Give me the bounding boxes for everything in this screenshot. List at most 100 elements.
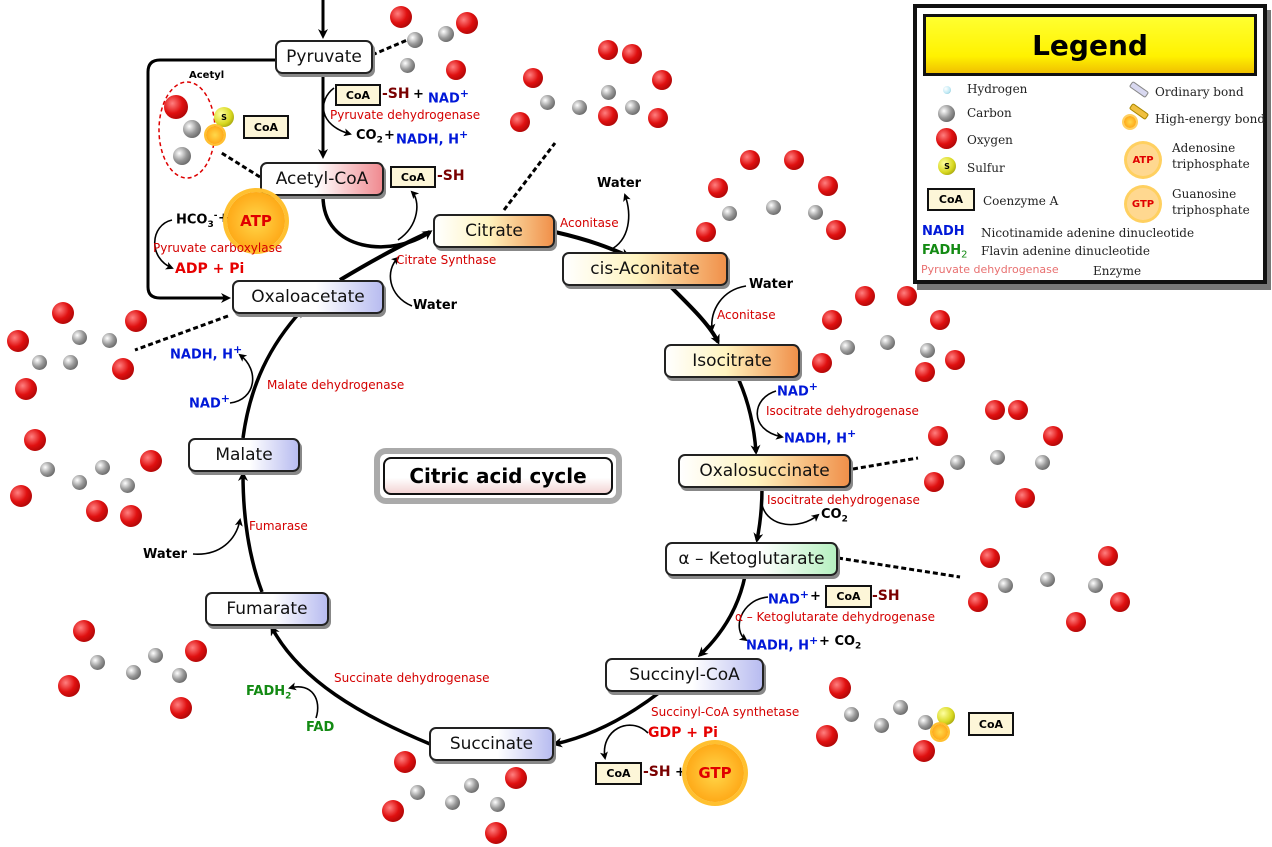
arrow-cisaconitate-isocitrate (668, 284, 720, 345)
enzyme-succinyl-coa-synthetase: Succinyl-CoA synthetase (651, 705, 800, 719)
node-pyruvate[interactable]: Pyruvate (275, 40, 373, 74)
node-label: Oxalosuccinate (699, 461, 830, 481)
diagram-title: Citric acid cycle (383, 457, 613, 495)
arrow-nad-idh (756, 390, 784, 440)
enzyme-pyruvate-carboxylase: Pyruvate carboxylase (153, 241, 283, 255)
legend-coenzyme-a: Coenzyme A (983, 194, 1059, 208)
enzyme-akg-dehydrogenase: α – Ketoglutarate dehydrogenase (735, 610, 935, 624)
arrow-fad-sdh (288, 682, 319, 719)
plus-pdh: + (413, 87, 424, 102)
node-oxalosuccinate[interactable]: Oxalosuccinate (678, 454, 851, 488)
legend-sulfur: Sulfur (967, 161, 1005, 175)
hydrogen-icon (943, 86, 951, 94)
arrow-pdh-side (322, 87, 352, 137)
nadh-akgdh: NADH, H+ (746, 634, 819, 654)
coa-box-sucs: CoA (595, 762, 642, 785)
dash-oaa-molecule (134, 314, 229, 352)
arrow-nad-akgdh (738, 596, 769, 642)
sh-sucs: -SH (643, 764, 671, 780)
node-succinate[interactable]: Succinate (429, 727, 554, 761)
plus-co2-akgdh: + CO2 (819, 634, 862, 652)
enzyme-isocitrate-dehydrogenase-2: Isocitrate dehydrogenase (767, 493, 920, 507)
nad-akgdh: NAD+ (768, 588, 809, 608)
adp-pi-label: ADP + Pi (175, 261, 245, 277)
coa-box-acetyl: CoA (243, 115, 289, 139)
node-oxaloacetate[interactable]: Oxaloacetate (232, 280, 384, 314)
arrow-water-in-aco (707, 285, 747, 332)
sh-citrate-synthase: -SH (437, 168, 465, 184)
acetyl-carbon-atom (183, 120, 201, 138)
acetyl-sulfur-atom: S (214, 107, 234, 127)
arrow-co2-idh (761, 504, 820, 526)
node-acetyl-coa[interactable]: Acetyl-CoA (260, 162, 384, 196)
legend-enzyme-label: Enzyme (1093, 264, 1142, 278)
legend-atp-line2: triphosphate (1172, 157, 1250, 171)
dash-pyruvate-molecule (371, 36, 413, 57)
high-energy-burst-icon (1124, 116, 1136, 128)
arrow-fumarate-malate (238, 471, 264, 593)
gtp-icon: GTP (686, 744, 744, 802)
legend-fadh2-key: FADH2 (922, 243, 968, 261)
co2-idh: CO2 (821, 507, 848, 525)
high-energy-bond-icon (206, 126, 224, 144)
nad-mdh: NAD+ (189, 392, 230, 412)
node-malate[interactable]: Malate (188, 438, 300, 472)
arrow-hco3-side (153, 219, 174, 270)
oxygen-icon (936, 128, 957, 149)
enzyme-aconitase-2: Aconitase (717, 308, 776, 322)
enzyme-malate-dehydrogenase: Malate dehydrogenase (267, 378, 405, 392)
node-label: Malate (215, 445, 273, 465)
legend-fadh2-label: Flavin adenine dinucleotide (981, 244, 1150, 258)
coenzyme-a-icon: CoA (927, 188, 975, 211)
legend-enzyme-key: Pyruvate dehydrogenase (921, 263, 1059, 276)
node-cis-aconitate[interactable]: cis-Aconitate (562, 252, 728, 286)
enzyme-isocitrate-dehydrogenase-1: Isocitrate dehydrogenase (766, 404, 919, 418)
node-fumarate[interactable]: Fumarate (205, 592, 329, 626)
legend-hydrogen: Hydrogen (967, 82, 1028, 96)
dash-oxalosuccinate-molecule (852, 456, 919, 471)
node-label: Acetyl-CoA (275, 169, 369, 189)
node-label: Fumarate (226, 599, 308, 619)
legend-ordinary-bond: Ordinary bond (1155, 85, 1244, 99)
arrow-water-fumarase (192, 518, 243, 555)
legend-oxygen: Oxygen (967, 133, 1013, 147)
arrow-coash-release (397, 190, 420, 241)
arrow-malate-oaa (241, 307, 305, 439)
ordinary-bond-icon (1128, 80, 1150, 99)
nadh-idh: NADH, H+ (784, 427, 857, 447)
water-citrate-synthase: Water (413, 298, 458, 313)
enzyme-citrate-synthase: Citrate Synthase (396, 253, 497, 267)
node-succinyl-coa[interactable]: Succinyl-CoA (605, 658, 764, 692)
node-citrate[interactable]: Citrate (433, 214, 555, 248)
atp-icon: ATP (227, 192, 285, 250)
title-frame: Citric acid cycle (374, 448, 622, 504)
node-label: Pyruvate (286, 47, 362, 67)
enzyme-aconitase-1: Aconitase (560, 216, 619, 230)
legend-high-energy-bond: High-energy bond (1155, 112, 1266, 126)
nadh-pdh: NADH, H+ (396, 128, 469, 148)
water-aconitase-in: Water (749, 277, 794, 292)
gtp-legend-icon: GTP (1127, 188, 1159, 220)
legend-atp-line1: Adenosine (1172, 141, 1236, 155)
coa-box-pdh: CoA (335, 84, 381, 106)
dash-citrate-molecule (502, 142, 557, 211)
nadh-mdh: NADH, H+ (170, 343, 243, 363)
legend-gtp-line1: Guanosine (1172, 187, 1237, 201)
plus-pc: + (218, 211, 229, 226)
plus-sucs: + (675, 765, 686, 780)
arrow-succinylcoa-succinate (552, 690, 662, 748)
plus-akgdh: + (810, 589, 821, 604)
hco3-label: HCO3- (176, 211, 218, 230)
node-alpha-ketoglutarate[interactable]: α – Ketoglutarate (665, 542, 838, 576)
node-label: Isocitrate (692, 351, 772, 371)
dash-acetyl-molecule (219, 150, 261, 179)
node-label: Citrate (465, 221, 523, 241)
node-label: cis-Aconitate (590, 259, 700, 279)
node-isocitrate[interactable]: Isocitrate (664, 344, 800, 378)
acetyl-label: Acetyl (189, 70, 225, 81)
arrow-isocitrate-oxalosuccinate (736, 377, 761, 455)
arrow-pyruvate-carboxylase (146, 58, 276, 303)
legend-title: Legend (923, 14, 1257, 76)
arrow-oxalosuccinate-akg (753, 487, 764, 543)
